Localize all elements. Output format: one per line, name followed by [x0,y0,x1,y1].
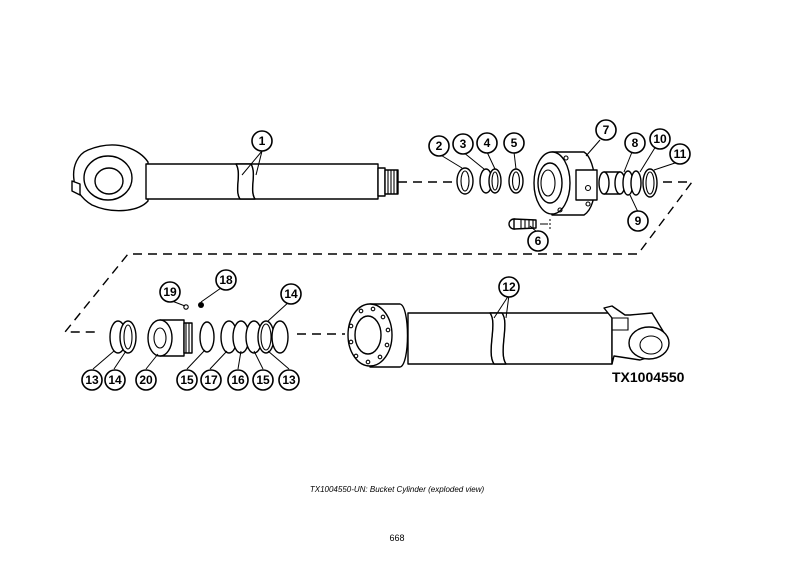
head-rings [598,168,658,198]
callout-bubble: 5 [503,132,525,154]
seal-ring-2 [456,167,474,195]
svg-text:10: 10 [653,132,667,146]
callout-bubble: 20 [135,369,157,391]
cylinder-head [533,151,598,216]
ring-14b [271,320,289,354]
svg-text:18: 18 [219,273,233,287]
callout-bubble: 13 [278,369,300,391]
svg-text:6: 6 [535,234,542,248]
svg-text:13: 13 [85,373,99,387]
callout-bubble: 6 [527,230,549,252]
svg-text:15: 15 [256,373,270,387]
seal-ring-4 [488,168,502,194]
assembly-path [63,181,694,335]
callout-bubble: 12 [498,276,520,298]
callout-bubble: 7 [595,119,617,141]
callout-bubble: 14 [280,283,302,305]
cap-screw [508,218,551,230]
callout-bubble: 17 [200,369,222,391]
svg-text:4: 4 [484,136,491,150]
cylinder-barrel [347,303,670,368]
svg-text:17: 17 [204,373,218,387]
callout-bubble: 14 [104,369,126,391]
callout-bubble: 15 [176,369,198,391]
svg-text:8: 8 [632,136,639,150]
callout-bubble: 19 [159,281,181,303]
ring-14a [119,320,137,354]
callout-bubble: 1 [251,130,273,152]
page-number: 668 [389,533,405,543]
svg-text:9: 9 [635,214,642,228]
callout-bubble: 18 [215,269,237,291]
svg-text:3: 3 [460,137,467,151]
callout-bubble: 10 [649,128,671,150]
callout-bubble: 3 [452,133,474,155]
callout-bubble: 13 [81,369,103,391]
callout-bubble: 2 [428,135,450,157]
svg-text:11: 11 [674,147,687,161]
set-screw-ball [183,302,204,310]
seal-ring-5 [508,168,524,194]
svg-text:12: 12 [502,280,516,294]
callout-bubble: 16 [227,369,249,391]
ring-15a [199,321,215,353]
leader-lines [92,139,679,370]
svg-text:13: 13 [282,373,296,387]
svg-text:15: 15 [180,373,194,387]
svg-text:14: 14 [284,287,298,301]
callout-bubble: 9 [627,210,649,232]
svg-text:5: 5 [511,136,518,150]
svg-text:14: 14 [108,373,122,387]
svg-text:19: 19 [163,285,177,299]
rod-seals [456,167,524,195]
ring-10 [630,170,642,196]
callouts: 1 2 3 4 5 7 8 10 11 9 6 18 19 14 12 13 1… [81,119,691,391]
svg-text:1: 1 [259,134,266,148]
piston-rod [71,144,399,212]
svg-text:2: 2 [436,139,443,153]
callout-bubble: 8 [624,132,646,154]
callout-bubble: 15 [252,369,274,391]
figure-id: TX1004550 [612,369,685,385]
figure-caption: TX1004550-UN: Bucket Cylinder (exploded … [309,485,485,494]
callout-bubble: 11 [669,143,691,165]
piston-assembly [109,319,289,357]
svg-text:16: 16 [231,373,245,387]
svg-text:7: 7 [603,123,610,137]
callout-bubble: 4 [476,132,498,154]
svg-text:20: 20 [139,373,153,387]
ring-11 [642,168,658,198]
